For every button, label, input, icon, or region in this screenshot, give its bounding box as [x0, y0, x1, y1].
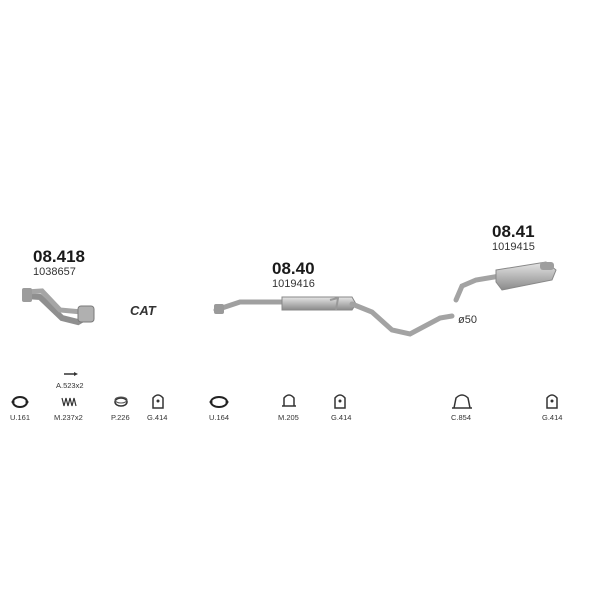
clamp-c854-icon	[452, 394, 472, 409]
fitting-label: P.226	[111, 413, 130, 422]
part-code-0840: 08.40	[272, 259, 315, 278]
clamp-m205-icon	[282, 394, 296, 407]
ring-p226-icon	[114, 396, 128, 407]
fitting-label: M.237x2	[54, 413, 83, 422]
fitting-label: G.414	[542, 413, 563, 422]
diameter-label: ø50	[458, 314, 477, 326]
part-ref-08418: 1038657	[33, 266, 76, 278]
fitting-label: U.161	[10, 413, 31, 422]
spring-m237-icon	[61, 397, 77, 407]
part-ref-0840: 1019416	[272, 278, 315, 290]
part-ref-0841: 1019415	[492, 241, 535, 253]
fitting-u161-icon	[11, 396, 29, 408]
part-code-0841: 08.41	[492, 222, 535, 241]
fitting-u164-icon	[209, 396, 229, 408]
fitting-label: M.205	[278, 413, 299, 422]
cat-label: CAT	[130, 303, 156, 318]
rubber-g414-icon-3	[546, 394, 558, 409]
fitting-label: C.854	[451, 413, 472, 422]
bolt-a523-icon	[64, 372, 78, 376]
fitting-label: A.523x2	[56, 381, 84, 390]
rear-silencer-0841[interactable]	[453, 261, 557, 303]
front-pipe-08418[interactable]	[22, 288, 95, 326]
fitting-label: U.164	[209, 413, 230, 422]
part-code-08418: 08.418	[33, 247, 85, 266]
rubber-g414-icon-2	[334, 394, 346, 409]
fitting-label: G.414	[331, 413, 352, 422]
middle-pipe-0840[interactable]	[213, 296, 455, 337]
fitting-label: G.414	[147, 413, 168, 422]
rubber-g414-icon	[152, 394, 164, 409]
